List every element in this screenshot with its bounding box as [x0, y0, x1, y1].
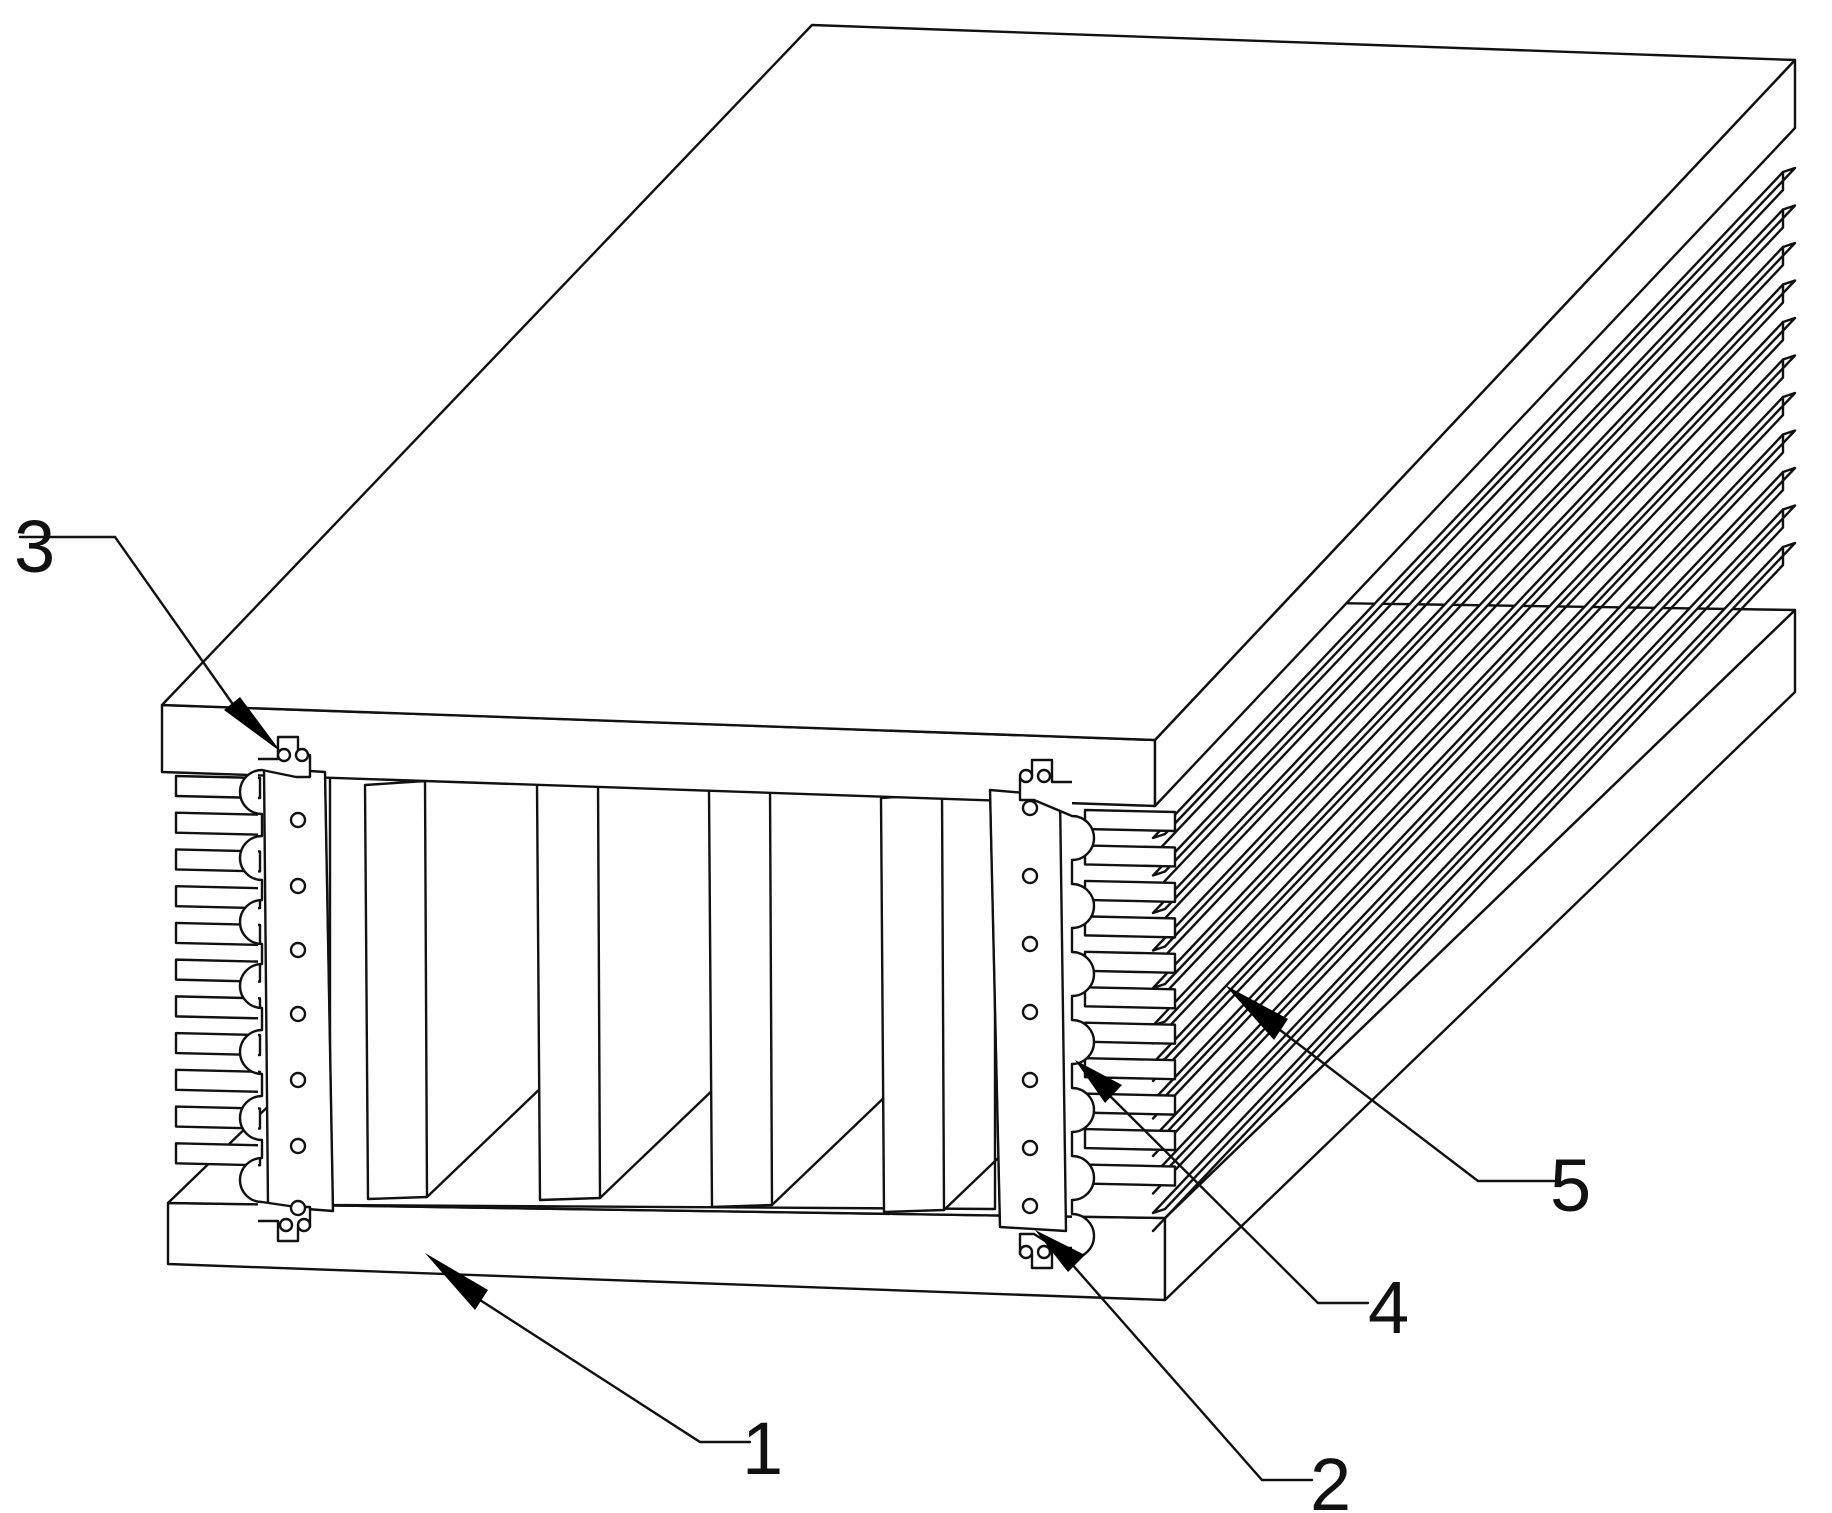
clamp-strip-left [238, 735, 312, 1243]
hinge-pin [1021, 1071, 1039, 1089]
fin [1151, 204, 1797, 895]
hinge-pin [289, 941, 307, 959]
hinge-pin [1021, 1003, 1039, 1021]
screw-hole [1036, 768, 1052, 784]
comb-tooth [174, 884, 262, 910]
callout-label-4: 4 [1368, 1266, 1409, 1349]
callout-label-2: 2 [1310, 1443, 1351, 1513]
screw-hole [1018, 1244, 1034, 1260]
hinge-pin [289, 1199, 307, 1217]
hinge-pin [289, 1071, 307, 1089]
arrowhead-3 [224, 697, 281, 752]
comb-tooth [1083, 1163, 1177, 1187]
fin [1151, 241, 1797, 933]
screw-hole [278, 1217, 294, 1233]
top-plate [160, 23, 1797, 808]
hinge-pin [289, 1137, 307, 1155]
callout-5: 5 [1225, 985, 1591, 1227]
screw-hole [1036, 1244, 1052, 1260]
comb-tooth [1083, 879, 1177, 904]
callout-2: 2 [1035, 1230, 1351, 1513]
comb-tooth [174, 1105, 262, 1130]
fin [1151, 541, 1797, 1233]
comb-tooth [1083, 915, 1177, 939]
arrowhead-2 [1035, 1230, 1085, 1272]
callout-3: 3 [14, 505, 281, 752]
callout-4: 4 [1075, 1060, 1409, 1349]
comb-tooth [1083, 1021, 1177, 1045]
comb-tooth [1083, 808, 1177, 833]
comb-tooth [1083, 844, 1177, 868]
arrowhead-1 [425, 1253, 488, 1310]
hinge-pin [289, 877, 307, 895]
right-fin-stack [1151, 166, 1797, 1233]
hinge-pin [1021, 935, 1039, 953]
comb-tooth [174, 1142, 262, 1167]
callout-label-1: 1 [742, 1407, 783, 1490]
hinge-pin [1021, 867, 1039, 885]
left-comb-fins [174, 774, 262, 1167]
callout-1: 1 [425, 1253, 783, 1490]
callout-label-3: 3 [14, 505, 55, 588]
comb-tooth [1083, 1092, 1177, 1116]
callout-label-5: 5 [1550, 1144, 1591, 1227]
comb-tooth [174, 1068, 262, 1094]
hinge-pin [1021, 1197, 1039, 1215]
arrowhead-4 [1075, 1060, 1122, 1103]
comb-tooth [174, 811, 262, 836]
comb-tooth [1083, 950, 1177, 975]
comb-tooth [1083, 986, 1177, 1010]
fin [1151, 166, 1797, 858]
hinge-pin [1021, 1139, 1039, 1157]
comb-tooth [174, 958, 262, 983]
hinge-pin [289, 1005, 307, 1023]
screw-hole [294, 747, 310, 763]
arrowhead-5 [1225, 985, 1288, 1040]
screw-hole [1018, 768, 1034, 784]
screw-hole [296, 1217, 312, 1233]
fin [1151, 279, 1797, 970]
hinge-pin [289, 811, 307, 829]
hinge-pin [1021, 799, 1039, 817]
clamp-strip-right [1018, 758, 1096, 1270]
